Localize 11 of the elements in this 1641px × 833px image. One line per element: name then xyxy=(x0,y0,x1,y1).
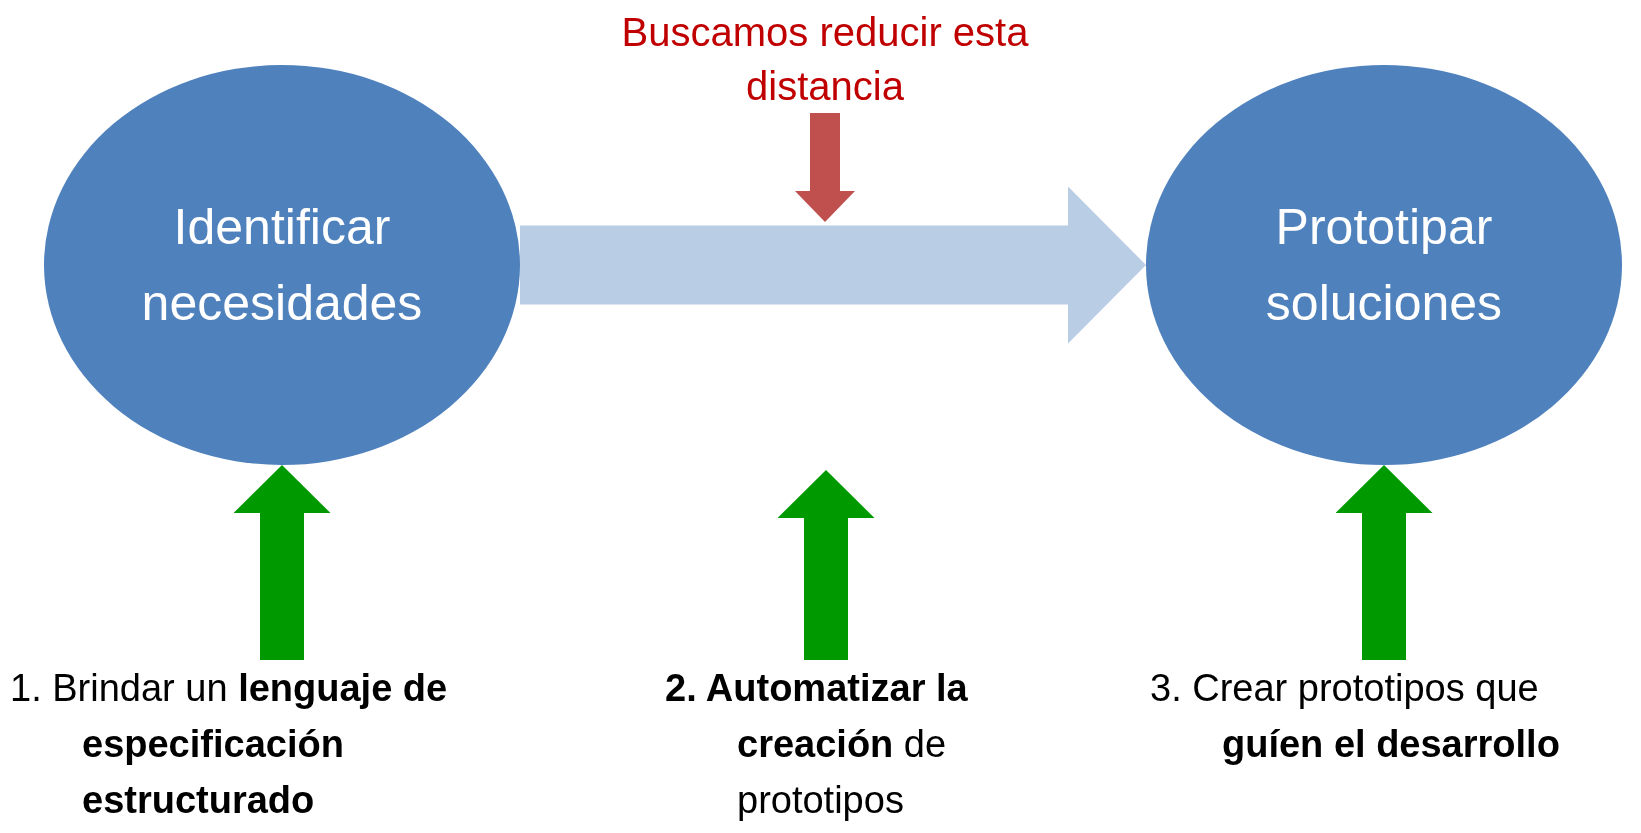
block-arrow xyxy=(233,465,331,660)
node-label: Prototipar soluciones xyxy=(1264,198,1504,333)
list-item-text: 1. Brindar un lenguaje de especificación estructurado xyxy=(10,660,490,828)
block-arrow xyxy=(795,113,855,222)
block-arrow xyxy=(520,186,1146,344)
node-label: Identificar necesidades xyxy=(140,198,424,333)
note-text: Buscamos reducir esta distancia xyxy=(620,5,1030,113)
list-item-text: 3. Crear prototipos que guíen el desarrollo xyxy=(1150,660,1640,772)
block-arrow xyxy=(777,470,875,660)
list-item-text: 2. Automatizar la creación de prototipos xyxy=(665,660,1065,828)
block-arrow xyxy=(1335,465,1433,660)
